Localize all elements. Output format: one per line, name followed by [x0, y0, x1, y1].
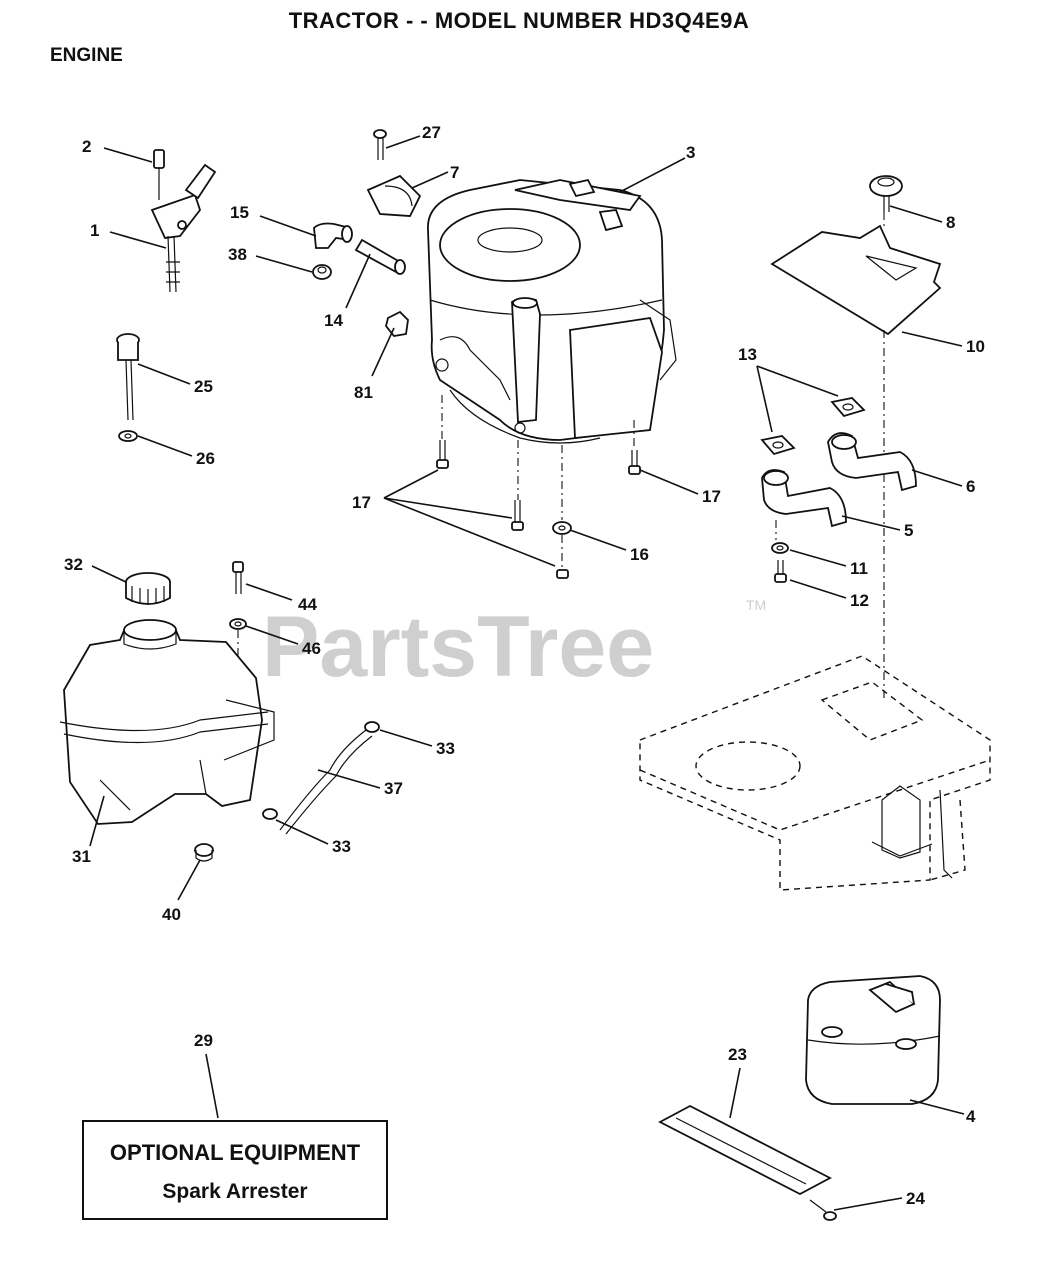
- dipstick-part: [116, 333, 140, 421]
- washer-46-part: [229, 618, 247, 630]
- callout-81: 81: [354, 383, 373, 402]
- muffler-part: [805, 975, 941, 1105]
- callout-14: 14: [324, 311, 343, 330]
- screw-44-part: [232, 561, 244, 594]
- callout-37: 37: [384, 779, 403, 798]
- watermark-text: PartsTree: [262, 599, 654, 695]
- page-title: TRACTOR - - MODEL NUMBER HD3Q4E9A: [288, 8, 750, 33]
- screw-27-part: [373, 129, 387, 160]
- callout-38: 38: [228, 245, 247, 264]
- callout-7: 7: [450, 163, 459, 182]
- exhaust-pipe-5-part: [761, 469, 847, 528]
- exhaust-pipe-6-part: [827, 432, 917, 492]
- washer-16-part: [552, 521, 572, 535]
- callout-40: 40: [162, 905, 181, 924]
- grommet-40-part: [194, 843, 214, 862]
- callout-10: 10: [966, 337, 985, 356]
- elbow-fitting-part: [313, 222, 353, 249]
- section-title: ENGINE: [50, 45, 123, 66]
- callout-5: 5: [904, 521, 913, 540]
- engine-part: [427, 178, 677, 444]
- bolt-12-part: [774, 560, 787, 583]
- optional-equipment-item: Spark Arrester: [162, 1180, 308, 1203]
- gasket-part: [760, 397, 866, 456]
- callout-3: 3: [686, 143, 695, 162]
- washer-26-part: [118, 430, 138, 442]
- callout-12: 12: [850, 591, 869, 610]
- hose-clamp-part: [262, 721, 380, 820]
- callout-17-right: 17: [702, 487, 721, 506]
- callout-11: 11: [850, 559, 868, 578]
- spark-arrester-screen-part: [658, 1104, 832, 1196]
- callout-33-bottom: 33: [332, 837, 351, 856]
- callout-29: 29: [194, 1031, 213, 1050]
- callout-6: 6: [966, 477, 975, 496]
- callout-25: 25: [194, 377, 213, 396]
- callout-32: 32: [64, 555, 83, 574]
- callout-13: 13: [738, 345, 757, 364]
- callout-1: 1: [90, 221, 99, 240]
- grommet-part: [312, 264, 332, 280]
- callout-4: 4: [966, 1107, 976, 1126]
- engine-bolts-part: [436, 440, 641, 579]
- screw-24-part: [809, 1199, 837, 1221]
- callout-46: 46: [302, 639, 321, 658]
- callout-15: 15: [230, 203, 249, 222]
- callout-31: 31: [72, 847, 91, 866]
- leader-lines: [89, 135, 965, 1211]
- fuel-cap-part: [125, 572, 171, 605]
- heat-shield-part: [770, 224, 942, 336]
- optional-equipment-title: OPTIONAL EQUIPMENT: [109, 1140, 361, 1165]
- washer-11-part: [771, 542, 789, 554]
- knob-part: [869, 175, 903, 212]
- fuel-tank-part: [59, 619, 275, 825]
- clamp-part: [366, 174, 422, 217]
- callout-44: 44: [298, 595, 317, 614]
- callout-26: 26: [196, 449, 215, 468]
- callout-17-left: 17: [352, 493, 371, 512]
- callout-23: 23: [728, 1045, 747, 1064]
- hose-part: [354, 238, 406, 275]
- nut-part: [385, 310, 409, 337]
- callout-33-top: 33: [436, 739, 455, 758]
- optional-equipment-box: OPTIONAL EQUIPMENT Spark Arrester: [82, 1120, 388, 1220]
- callout-16: 16: [630, 545, 649, 564]
- callout-27: 27: [422, 123, 441, 142]
- callout-8: 8: [946, 213, 955, 232]
- callout-24: 24: [906, 1189, 925, 1208]
- tractor-frame-part: [639, 655, 991, 891]
- callout-2: 2: [82, 137, 91, 156]
- throttle-control-part: [150, 149, 217, 293]
- watermark-trademark: TM: [746, 597, 766, 613]
